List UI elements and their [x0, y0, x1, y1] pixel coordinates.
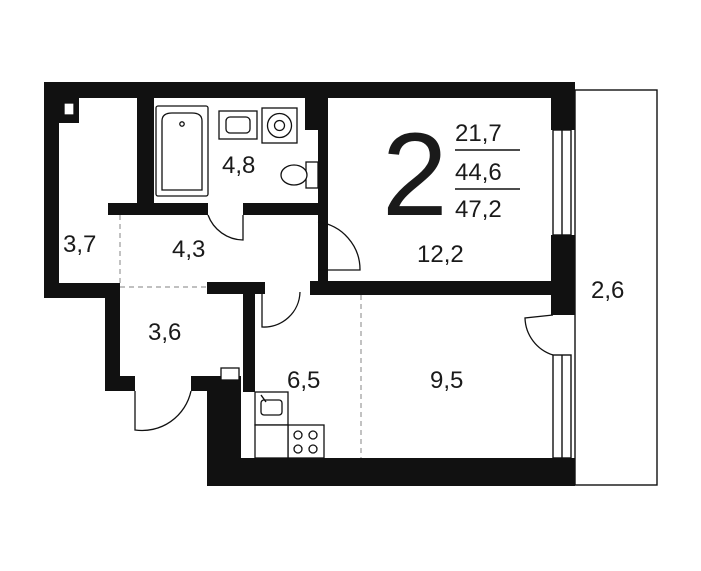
- sink-icon: [218, 110, 258, 140]
- entrance-area: 3,6: [148, 319, 181, 346]
- stove-icon: [287, 424, 325, 459]
- wardrobe-area: 3,7: [63, 231, 96, 258]
- bedroom-area: 12,2: [417, 241, 464, 268]
- balcony-area: 2,6: [591, 277, 624, 304]
- walls: [44, 82, 575, 486]
- zone-dividers: [119, 215, 362, 458]
- living-room-area: 9,5: [430, 367, 463, 394]
- windows: [552, 129, 572, 459]
- toilet-icon: [280, 161, 319, 189]
- bathtub-icon: [155, 105, 209, 197]
- living-area: 21,7: [455, 120, 502, 147]
- kitchen-sink-icon: [254, 391, 289, 426]
- kitchen-area: 6,5: [287, 367, 320, 394]
- bathroom-area: 4,8: [222, 152, 255, 179]
- total-area-with-balcony: 47,2: [455, 196, 502, 223]
- hallway-area: 4,3: [172, 236, 205, 263]
- kitchen-counter: [254, 424, 289, 459]
- doors: [134, 214, 554, 432]
- room-count: 2: [382, 109, 448, 241]
- washing-machine-icon: [261, 107, 298, 144]
- total-area: 44,6: [455, 159, 502, 186]
